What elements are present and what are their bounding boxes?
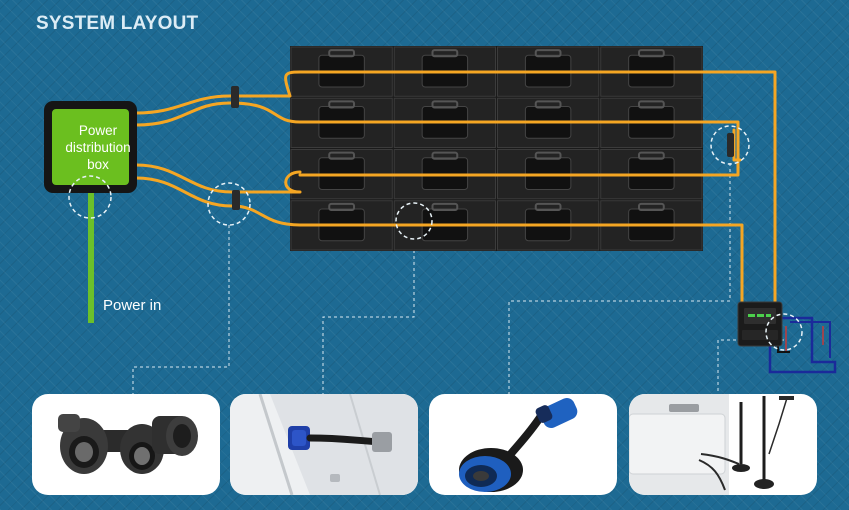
pdb-label-line-3: box: [87, 157, 109, 172]
cable-feed-3: [134, 163, 302, 194]
power-in-line: [88, 193, 94, 323]
cable-feed-2: [134, 101, 740, 177]
cable-splitters: [231, 86, 734, 210]
power-distribution-box-label: Power distribution box: [62, 122, 134, 173]
callout-leaders: [132, 163, 784, 394]
photo-box-cable-gland: [230, 394, 418, 495]
pdb-label-line-1: Power: [78, 123, 118, 138]
led-wall: [290, 46, 703, 251]
power-in-label: Power in: [103, 297, 162, 314]
power-distribution-box: [44, 101, 137, 193]
photo-power-connectors: [32, 394, 220, 495]
page-title: SYSTEM LAYOUT: [36, 13, 199, 34]
controller-box: [737, 301, 837, 374]
photo-controller-antennas: [629, 394, 817, 495]
photo-cable-connector: [429, 394, 617, 495]
highlight-circles: [68, 125, 803, 351]
cable-feed-1: [134, 70, 777, 322]
pdb-label-line-2: distribution: [65, 140, 131, 155]
